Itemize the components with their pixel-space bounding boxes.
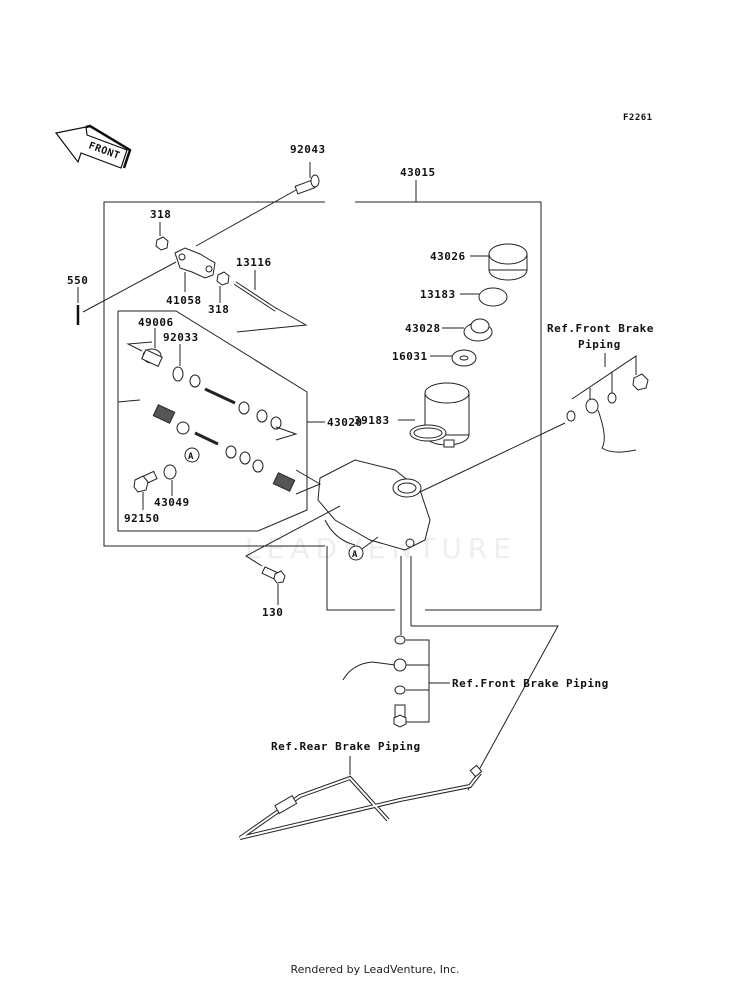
float-16031 [451, 349, 477, 367]
piston-upper-row [141, 348, 282, 430]
piston-lower-row [152, 404, 296, 492]
push-rod-13116 [233, 281, 278, 312]
part-label-43049: 43049 [154, 496, 190, 509]
part-label-43015: 43015 [400, 166, 436, 179]
part-label-41058: 41058 [166, 294, 202, 307]
front-brake-fittings-bottom [342, 635, 407, 728]
svg-text:A: A [352, 550, 358, 560]
part-label-43028: 43028 [405, 322, 441, 335]
part-label-92150: 92150 [124, 512, 160, 525]
part-label-43020: 43020 [327, 416, 363, 429]
figure-code: F2261 [623, 113, 653, 123]
part-label-13116: 13116 [236, 256, 272, 269]
diaphragm-43028 [463, 318, 493, 342]
ref-front-brake-top-line1: Ref.Front Brake [547, 322, 654, 335]
reservoir-cap-43026 [488, 243, 528, 281]
part-label-318-top: 318 [150, 208, 171, 221]
master-cylinder-body [317, 459, 431, 551]
ref-rear-brake: Ref.Rear Brake Piping [271, 740, 421, 753]
part-label-16031: 16031 [392, 350, 428, 363]
nut-318-top [155, 236, 169, 251]
assembly-bracket-43015 [103, 201, 325, 547]
part-label-92033: 92033 [163, 331, 199, 344]
part-label-49006: 49006 [138, 316, 174, 329]
clamp-39183 [409, 424, 455, 448]
front-brake-fittings-top [566, 373, 649, 453]
part-label-130: 130 [262, 606, 283, 619]
ref-front-brake-bottom: Ref.Front Brake Piping [452, 677, 609, 690]
assembly-bracket-43020 [118, 310, 308, 495]
part-label-318-lower: 318 [208, 303, 229, 316]
clevis-41058 [174, 247, 216, 279]
part-label-13183: 13183 [420, 288, 456, 301]
bolt-92150 [133, 470, 158, 493]
callout-a-left: A [184, 447, 200, 463]
plate-13183 [478, 287, 508, 307]
part-label-43026: 43026 [430, 250, 466, 263]
ref-front-brake-top-line2: Piping [578, 338, 621, 351]
front-arrow-icon: FRONT [54, 124, 132, 169]
pin-92043 [294, 174, 320, 195]
part-label-92043: 92043 [290, 143, 326, 156]
footer-credit: Rendered by LeadVenture, Inc. [290, 963, 460, 976]
part-label-39183: 39183 [354, 414, 390, 427]
part-label-550: 550 [67, 274, 88, 287]
nut-318-lower [216, 271, 230, 286]
callout-a-right: A [348, 545, 364, 561]
washer-43049 [163, 464, 177, 480]
bolt-130 [261, 566, 286, 584]
svg-text:A: A [188, 452, 194, 462]
rear-brake-pipe [238, 764, 483, 840]
